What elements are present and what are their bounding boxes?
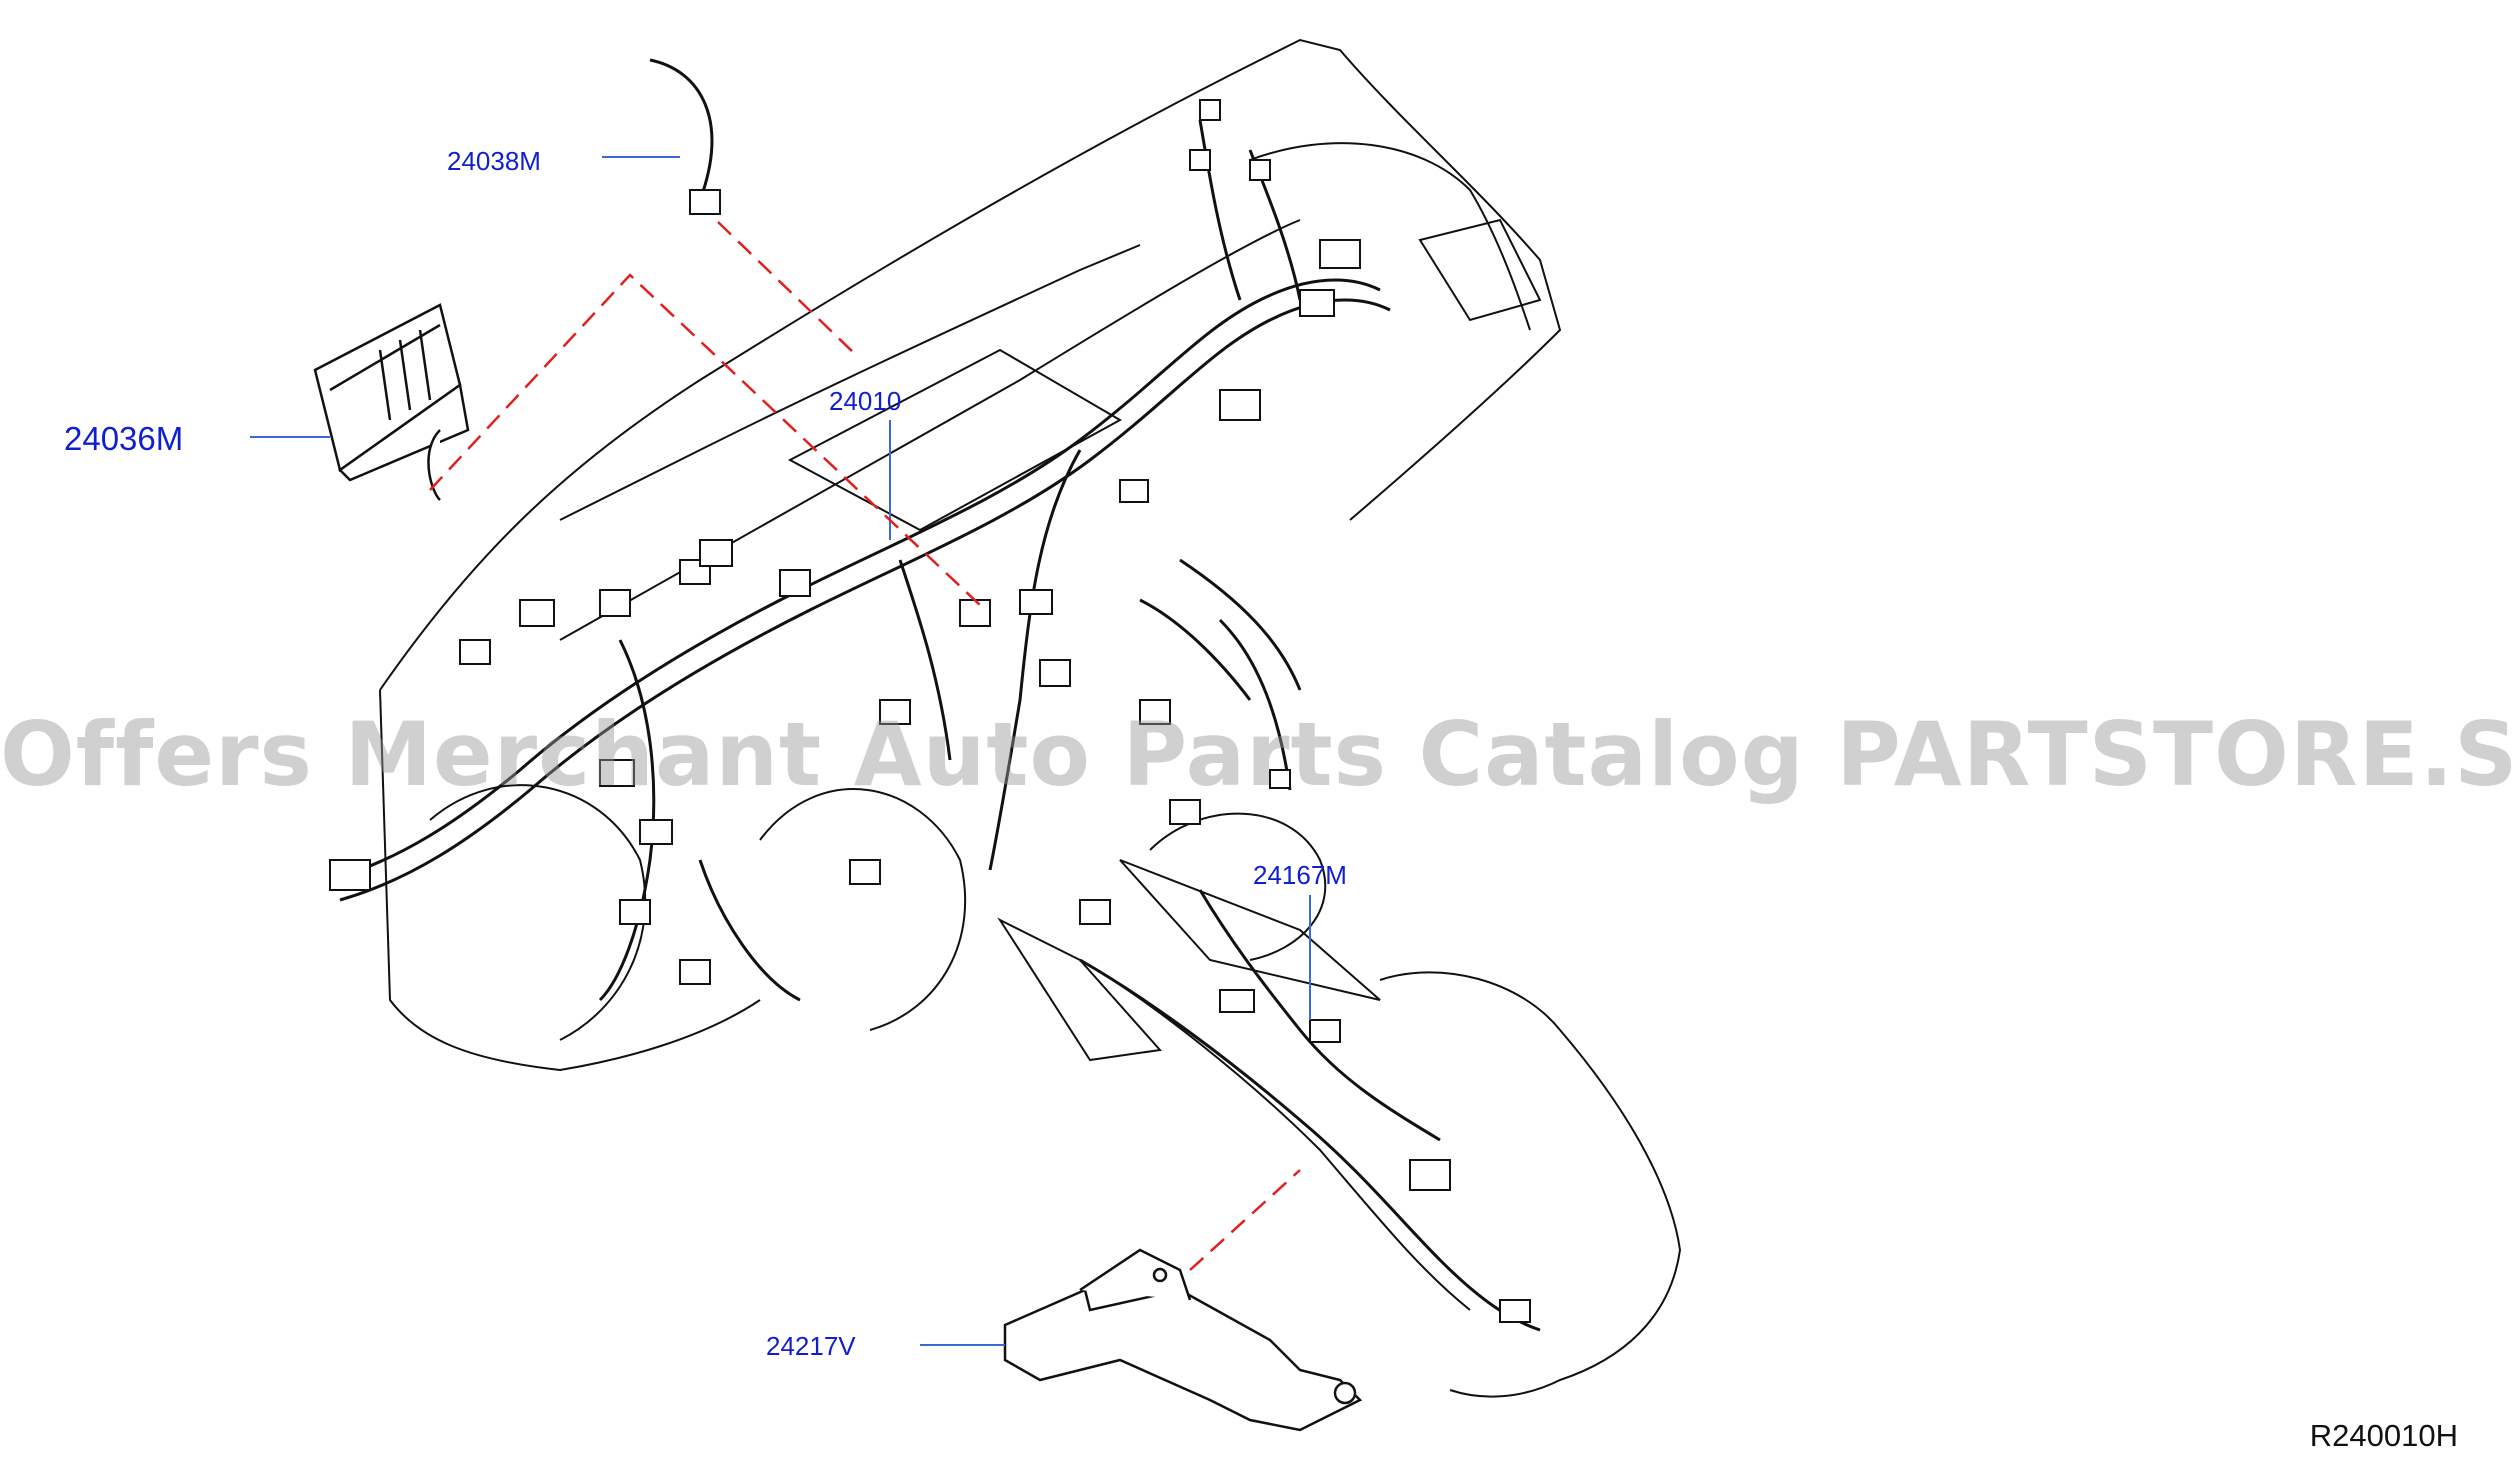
diagram-reference-code: R240010H xyxy=(2309,1418,2458,1453)
connector-blocks xyxy=(329,99,1531,1323)
fuse-block-24036M xyxy=(313,303,470,501)
dashed-leaders xyxy=(429,221,1301,1271)
callout-24167M: 24167M xyxy=(1253,860,1347,890)
callout-24036M: 24036M xyxy=(64,420,184,457)
watermark-text: Offers Merchant Auto Parts Catalog PARTS… xyxy=(0,703,2516,806)
callout-24038M: 24038M xyxy=(447,146,541,176)
callout-24010: 24010 xyxy=(829,386,902,416)
main-harness-24010 xyxy=(329,58,1541,1332)
bracket-24217V xyxy=(1003,1248,1363,1432)
callout-24217V: 24217V xyxy=(766,1331,856,1361)
